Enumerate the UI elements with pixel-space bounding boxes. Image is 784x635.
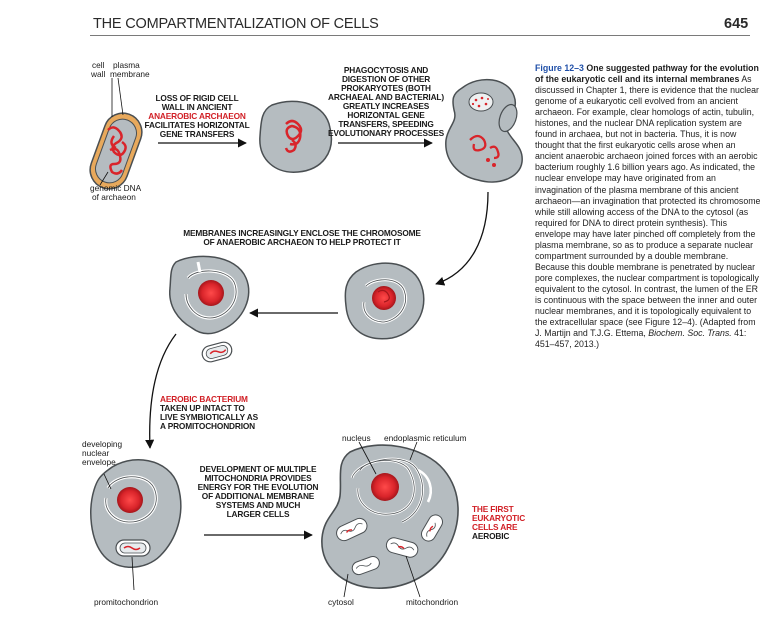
label-plasma-membrane-2: membrane: [110, 69, 150, 79]
developing-nucleus-cell: [169, 255, 250, 363]
label-cell-wall-2: wall: [90, 69, 105, 79]
cap-loss-5: GENE TRANSFERS: [160, 129, 235, 139]
archaeon-cell: [89, 112, 143, 190]
cap-phago-6: HORIZONTAL GENE: [347, 110, 425, 120]
cap-phago-2: DIGESTION OF OTHER: [342, 74, 430, 84]
caption-phagocytosis: PHAGOCYTOSIS AND DIGESTION OF OTHER PROK…: [328, 65, 445, 138]
caption-first-eukaryotic: THE FIRST EUKARYOTIC CELLS ARE AEROBIC: [472, 504, 525, 541]
cytosol-leader: [343, 573, 349, 598]
label-plasma-membrane-1: plasma: [113, 60, 140, 70]
er-leader: [409, 441, 418, 461]
figure-label: Figure 12–3: [535, 63, 584, 73]
cap-phago-3: PROKARYOTES (BOTH: [341, 83, 431, 93]
label-promitochondrion: promitochondrion: [94, 597, 158, 607]
cap-aerobic-2: TAKEN UP INTACT TO: [160, 403, 245, 413]
cap-first-3: CELLS ARE: [472, 522, 518, 532]
cap-membranes-2: OF ANAEROBIC ARCHAEON TO HELP PROTECT IT: [203, 237, 400, 247]
cap-membranes-1: MEMBRANES INCREASINGLY ENCLOSE THE CHROM…: [183, 228, 421, 238]
cap-first-4: AEROBIC: [472, 531, 509, 541]
caption-membranes: MEMBRANES INCREASINGLY ENCLOSE THE CHROM…: [183, 228, 421, 247]
arrow-stage5-to-6: [145, 333, 177, 449]
cap-dev-4: OF ADDITIONAL MEMBRANE: [202, 491, 315, 501]
cap-phago-8: EVOLUTIONARY PROCESSES: [328, 128, 445, 138]
cap-phago-7: TRANSFERS, SPEEDING: [338, 119, 433, 129]
cap-dev-2: MITOCHONDRIA PROVIDES: [204, 473, 312, 483]
cap-dev-5: SYSTEMS AND MUCH: [216, 500, 301, 510]
label-nucleus: nucleus: [342, 433, 371, 443]
cap-loss-4: FACILITATES HORIZONTAL: [144, 120, 249, 130]
cap-first-1: THE FIRST: [472, 504, 514, 514]
wall-less-archaeon: [259, 100, 333, 173]
genomic-dna-leader: [99, 171, 109, 186]
eukaryotic-cell: [321, 444, 459, 589]
cap-loss-3: ANAEROBIC ARCHAEON: [148, 111, 246, 121]
phagocytosing-cell: [445, 78, 523, 183]
cap-dev-6: LARGER CELLS: [227, 509, 290, 519]
caption-development: DEVELOPMENT OF MULTIPLE MITOCHONDRIA PRO…: [198, 464, 319, 519]
cap-loss-1: LOSS OF RIGID CELL: [155, 93, 238, 103]
running-header-title: THE COMPARTMENTALIZATION OF CELLS: [93, 16, 379, 32]
cap-dev-1: DEVELOPMENT OF MULTIPLE: [200, 464, 317, 474]
promitochondrion: [115, 539, 151, 557]
developing-envelope-leader: [103, 473, 112, 490]
cap-phago-4: ARCHAEAL AND BACTERIAL): [328, 92, 444, 102]
figure-title: One suggested pathway for the evolution …: [535, 63, 759, 85]
eukaryote-nucleus: [371, 473, 399, 501]
aerobic-bacterium: [201, 341, 233, 363]
plasma-membrane-leader: [117, 77, 124, 116]
label-genomic-dna-1: genomic DNA: [90, 183, 142, 193]
cap-aerobic-3: LIVE SYMBIOTICALLY AS: [160, 412, 259, 422]
mitochondria-group: [336, 514, 443, 576]
caption-aerobic-bacterium: AEROBIC BACTERIUM TAKEN UP INTACT TO LIV…: [160, 394, 259, 431]
invaginating-cell: [344, 262, 425, 340]
cap-loss-2: WALL IN ANCIENT: [162, 102, 233, 112]
label-developing-3: envelope: [82, 457, 116, 467]
archaeon-dna: [107, 126, 127, 175]
label-cell-wall-1: cell: [92, 60, 105, 70]
label-cytosol: cytosol: [328, 597, 354, 607]
promitochondrion-cell: [90, 459, 182, 568]
label-er: endoplasmic reticulum: [384, 433, 467, 443]
mitochondrion-leader: [405, 555, 421, 598]
cap-phago-1: PHAGOCYTOSIS AND: [344, 65, 428, 75]
label-mitochondrion: mitochondrion: [406, 597, 459, 607]
label-developing-1: developing: [82, 439, 123, 449]
header-rule: [90, 35, 750, 36]
label-genomic-dna-2: of archaeon: [92, 192, 136, 202]
cap-dev-3: ENERGY FOR THE EVOLUTION: [198, 482, 319, 492]
figure-caption: Figure 12–3 One suggested pathway for th…: [535, 63, 763, 350]
page-number: 645: [724, 16, 749, 32]
cap-first-2: EUKARYOTIC: [472, 513, 525, 523]
caption-body-2: 41: 451–457, 2013.): [535, 328, 747, 350]
caption-journal: Biochem. Soc. Trans.: [648, 328, 732, 339]
cap-aerobic-4: A PROMITOCHONDRION: [160, 421, 255, 431]
nucleus-leader: [358, 441, 377, 475]
caption-body-1: As discussed in Chapter 1, there is evid…: [535, 74, 761, 339]
label-developing-2: nuclear: [82, 448, 109, 458]
caption-loss-of-wall: LOSS OF RIGID CELL WALL IN ANCIENT ANAER…: [144, 93, 249, 139]
promitochondrion-leader: [131, 556, 135, 591]
cap-aerobic-1: AEROBIC BACTERIUM: [160, 394, 248, 404]
cap-phago-5: GREATLY INCREASES: [343, 101, 430, 111]
arrow-stage3-to-4: [435, 191, 489, 286]
phagocytosed-dna-speckle: [471, 96, 489, 108]
